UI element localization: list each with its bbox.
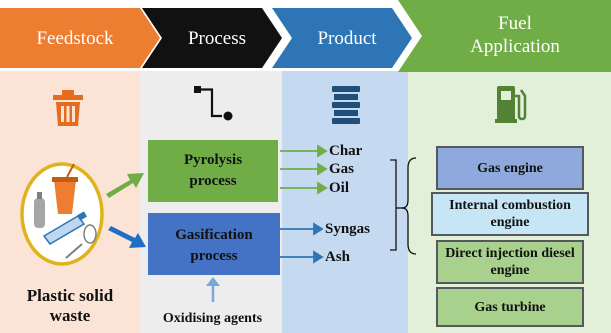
flow-path-icon [194,86,233,121]
application-gas-engine: Gas engine [436,146,584,190]
plastic-waste-icon [20,162,104,266]
product-chevron [272,8,412,68]
oxidising-agents-label: Oxidising agents [162,311,263,326]
application-direct-injection-diesel-engine: Direct injection diesel engine [436,240,584,284]
pyrolysis-label-line1: Pyrolysis [183,152,243,168]
process-chevron [142,8,282,68]
pyrolysis-box [148,140,278,202]
feedstock-header: Feedstock [36,28,114,49]
arrow-to-gasification [108,226,146,248]
oxidising-arrow [206,277,220,302]
fuel-chevron [398,0,611,72]
product-oil: Oil [329,180,350,196]
fuel-header-line1: Fuel [498,13,532,34]
trash-bin-icon [53,90,83,126]
product-char: Char [329,143,363,159]
fuel-pump-icon [495,86,527,123]
feedstock-label-line1: Plastic solid [26,286,114,305]
gasification-label-line2: process [190,248,238,264]
arrow-to-pyrolysis [106,173,144,198]
application-gas-turbine: Gas turbine [436,287,584,327]
feedstock-chevron [0,8,160,68]
process-header: Process [187,28,247,49]
gasification-label-line1: Gasification [175,227,253,243]
feedstock-arrows [106,173,146,248]
pyrolysis-label-line2: process [189,173,237,189]
fuel-header-line2: Application [470,36,560,57]
product-gas: Gas [329,161,355,177]
application-internal-combustion-engine: Internal combustion engine [431,192,589,236]
product-ash: Ash [325,249,351,265]
product-syngas: Syngas [325,221,371,237]
oil-barrel-icon [332,86,360,124]
product-header: Product [317,28,377,49]
gasification-box [148,213,280,275]
product-brackets [390,157,417,255]
header-chevrons [0,0,611,72]
product-arrows [280,144,328,264]
feedstock-label-line2: waste [49,306,91,325]
